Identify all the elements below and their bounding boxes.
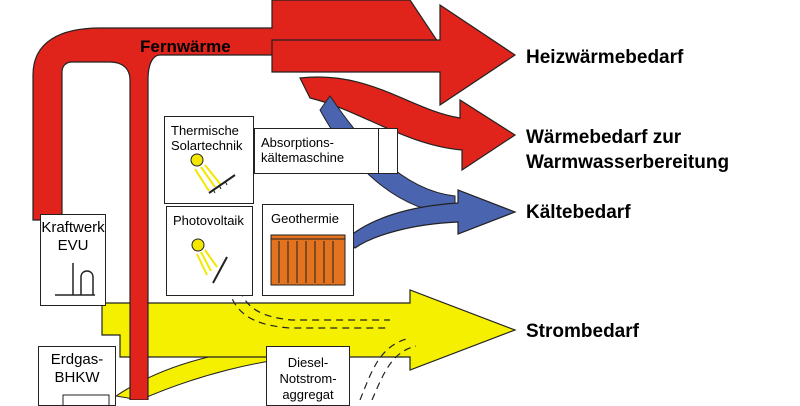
chp-label-1: Erdgas- — [50, 351, 104, 368]
hot-water-demand-label-2: Warmwasserbereitung — [526, 152, 730, 173]
power-plant-box: Kraftwerk EVU — [40, 214, 106, 306]
absorption-chiller-tab — [378, 128, 398, 174]
power-plant-label-1: Kraftwerk — [41, 219, 105, 236]
diesel-to-electricity-dashed-line — [359, 337, 411, 400]
solar-thermal-label-1: Thermische — [171, 123, 239, 138]
pv-to-electricity-dashed-line — [227, 287, 390, 329]
power-plant-icon — [55, 263, 95, 296]
absorption-chiller-box: Absorptions- kältemaschine — [254, 128, 380, 174]
diesel-label-1: Diesel- — [287, 355, 329, 370]
geothermal-probe-icon — [270, 234, 346, 286]
chp-engine-icon — [62, 394, 110, 405]
geothermal-label: Geothermie — [271, 211, 339, 226]
heating-demand-label: Heizwärmebedarf — [526, 47, 684, 68]
district-heating-flow — [32, 0, 441, 400]
power-plant-label-2: EVU — [57, 237, 89, 254]
absorption-chiller-label-1: Absorptions- — [261, 135, 334, 150]
electricity-demand-label: Strombedarf — [526, 321, 639, 342]
chp-label-2: BHKW — [54, 369, 100, 386]
solar-thermal-label-2: Solartechnik — [171, 138, 243, 153]
diesel-generator-box: Diesel- Notstrom- aggregat — [266, 346, 350, 406]
photovoltaic-icon — [191, 238, 228, 284]
hot-water-demand-label-1: Wärmebedarf zur — [526, 127, 682, 148]
geothermal-box: Geothermie — [262, 204, 354, 296]
power-plant-to-electricity-arrow — [101, 289, 517, 371]
diesel-label-3: aggregat — [282, 387, 334, 402]
cooling-demand-arrow — [344, 189, 517, 249]
district-heating-label: Fernwärme — [140, 37, 231, 56]
diesel-label-2: Notstrom- — [279, 371, 337, 386]
heating-demand-arrow — [271, 3, 517, 107]
chp-box: Erdgas- BHKW — [38, 346, 116, 406]
photovoltaic-label: Photovoltaik — [173, 213, 244, 228]
photovoltaic-box: Photovoltaik — [166, 206, 253, 296]
absorption-chiller-label-2: kältemaschine — [261, 150, 345, 165]
diesel-to-electricity-dashed-line-2 — [371, 345, 417, 400]
cooling-demand-label: Kältebedarf — [526, 202, 631, 223]
solar-thermal-icon — [190, 153, 236, 194]
solar-thermal-box: Thermische Solartechnik — [164, 116, 254, 204]
hot-water-demand-arrow — [299, 76, 517, 172]
